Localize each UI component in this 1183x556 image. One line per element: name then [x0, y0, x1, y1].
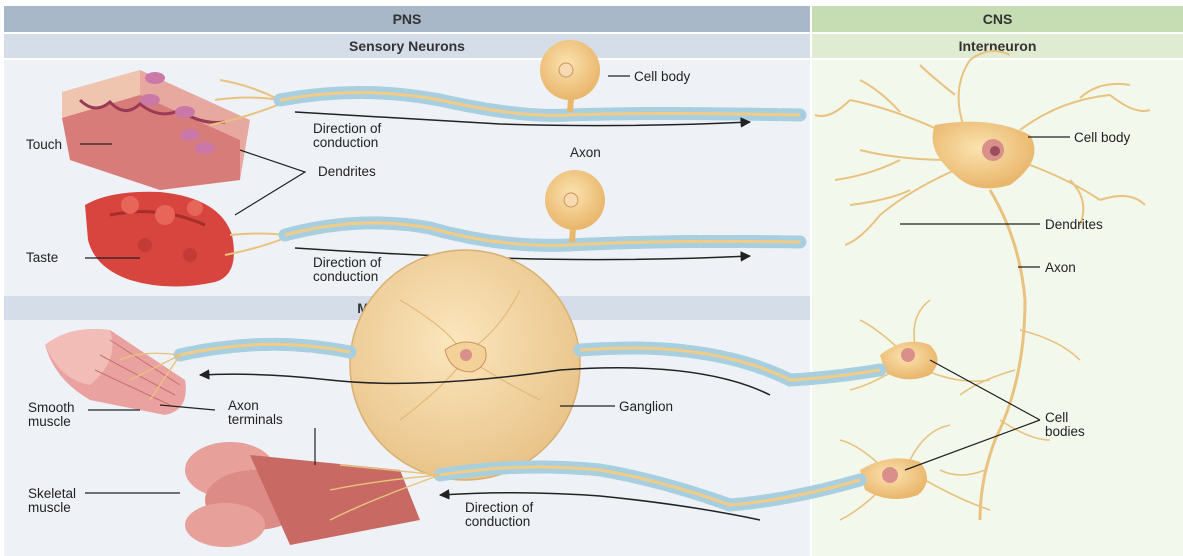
label-axon-terminals-a: Axon: [228, 398, 259, 413]
label-axon-cns: Axon: [1045, 260, 1076, 275]
label-dendrites-cns: Dendrites: [1045, 217, 1103, 232]
label-smooth-muscle-a: Smooth: [28, 400, 75, 415]
label-direction-2b: conduction: [313, 269, 378, 284]
label-cell-bodies-a: Cell: [1045, 410, 1068, 425]
label-direction-1a: Direction of: [313, 121, 381, 136]
label-axon-terminals-b: terminals: [228, 412, 283, 427]
label-direction-2a: Direction of: [313, 255, 381, 270]
label-cell-body-cns: Cell body: [1074, 130, 1130, 145]
interneuron-illustration: [815, 51, 1150, 520]
label-direction-3a: Direction of: [465, 500, 533, 515]
label-direction-3b: conduction: [465, 514, 530, 529]
label-direction-1b: conduction: [313, 135, 378, 150]
label-axon-pns: Axon: [570, 145, 601, 160]
label-skeletal-muscle-a: Skeletal: [28, 486, 76, 501]
label-skeletal-muscle-b: muscle: [28, 500, 71, 515]
label-ganglion: Ganglion: [619, 399, 673, 414]
sensory-neuron-2: [225, 170, 800, 255]
label-dendrites-pns: Dendrites: [318, 164, 376, 179]
cns-motor-cell-body-2: [840, 425, 990, 520]
touch-skin-illustration: [62, 70, 250, 190]
label-cell-bodies-b: bodies: [1045, 424, 1085, 439]
label-touch: Touch: [26, 137, 62, 152]
dendrites-pns-leader: [235, 150, 305, 215]
label-smooth-muscle-b: muscle: [28, 414, 71, 429]
ganglion-illustration: [350, 250, 580, 480]
taste-tongue-illustration: [85, 192, 234, 287]
label-cell-body-pns: Cell body: [634, 69, 690, 84]
label-taste: Taste: [26, 250, 58, 265]
